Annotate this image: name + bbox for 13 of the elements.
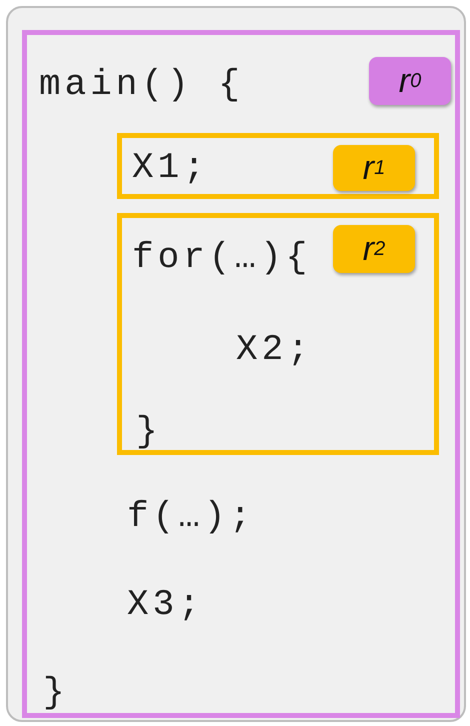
code-line: f(…); xyxy=(127,495,256,539)
code-line: main() { xyxy=(39,63,244,107)
code-line: X3; xyxy=(127,583,204,627)
scope-frame xyxy=(117,133,439,199)
code-line: } xyxy=(136,410,162,454)
region-tag: r$^{0}$ xyxy=(369,57,451,105)
region-tag: r$^{1}$ xyxy=(333,145,415,191)
code-line: X2; xyxy=(236,328,313,372)
code-line: for(…){ xyxy=(132,236,312,280)
region-tag: r$^{2}$ xyxy=(333,225,415,273)
scope-frame xyxy=(117,213,439,455)
code-line: } xyxy=(43,671,69,715)
code-line: X1; xyxy=(132,146,209,190)
